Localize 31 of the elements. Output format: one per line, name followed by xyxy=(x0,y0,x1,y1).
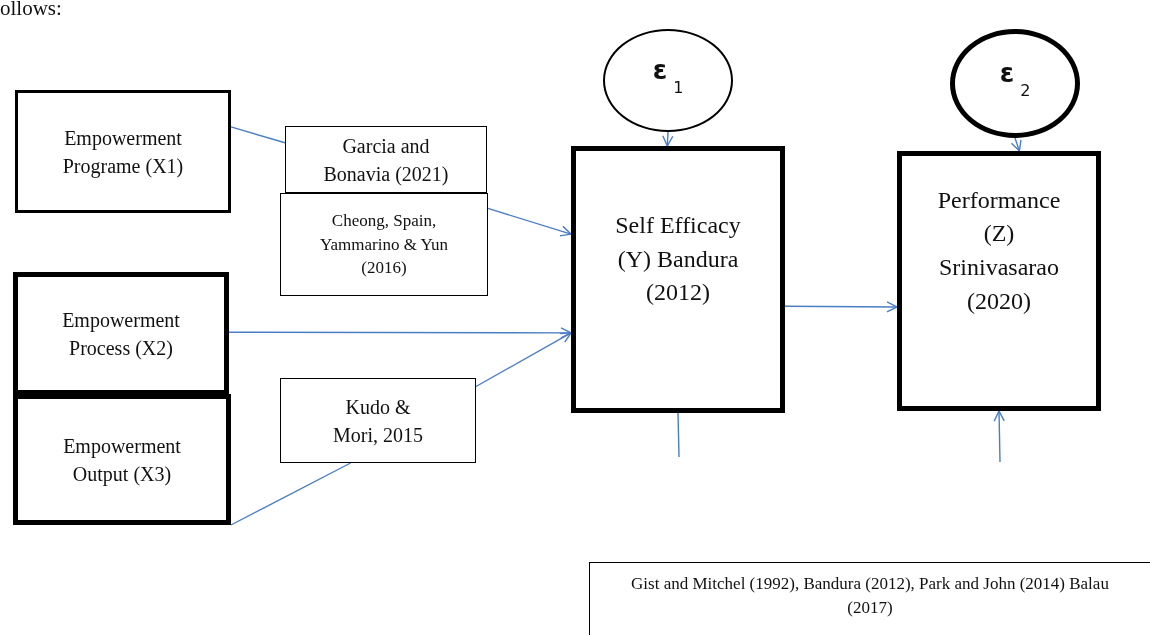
box-text: Empowerment Output (X3) xyxy=(62,433,182,488)
connector-line xyxy=(230,462,352,526)
citation-box xyxy=(280,193,488,296)
arrow xyxy=(1010,137,1022,152)
box-text: Garcia and Bonavia (2021) xyxy=(322,133,450,188)
connector-line xyxy=(677,412,680,458)
box-text: Empowerment Programe (X1) xyxy=(61,125,185,180)
box-text: Self Efficacy (Y) Bandura (2012) xyxy=(614,211,742,308)
box-text: Cheong, Spain, Yammarino & Yun (2016) xyxy=(319,209,449,280)
page-text: ollows: xyxy=(0,0,62,21)
arrow xyxy=(784,301,898,313)
citation-box xyxy=(280,378,476,463)
box-text: Performance (Z) Srinivasarao (2020) xyxy=(936,185,1062,316)
box-text: Gist and Mitchel (1992), Bandura (2012), Park and John (2014) Balau (2017) xyxy=(630,573,1110,619)
box-text: Empowerment Process (X2) xyxy=(61,307,181,362)
variable-box xyxy=(13,394,231,525)
arrow xyxy=(487,207,572,237)
arrow xyxy=(475,332,572,388)
connector-line xyxy=(230,126,286,144)
arrow xyxy=(662,131,674,147)
citation-box xyxy=(285,126,487,193)
reference-box xyxy=(589,562,1150,635)
box-text: Kudo & Mori, 2015 xyxy=(332,394,424,448)
error-label: ε$_{2}$ xyxy=(999,56,1031,102)
arrow xyxy=(228,327,572,339)
variable-box xyxy=(571,146,785,413)
variable-box xyxy=(13,272,229,395)
variable-box xyxy=(897,151,1101,411)
variable-box xyxy=(15,90,231,213)
error-label: ε$_{1}$ xyxy=(652,53,684,99)
arrow xyxy=(993,410,1005,463)
